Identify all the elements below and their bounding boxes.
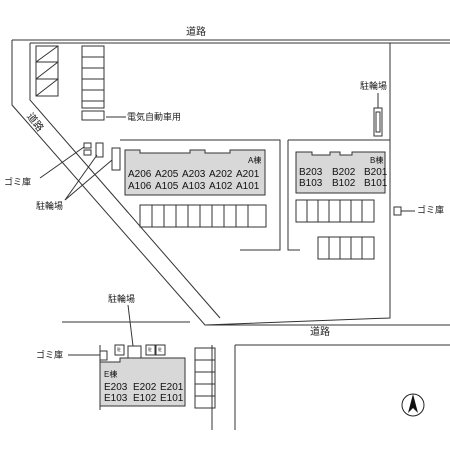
unit-e201: E201 [160, 382, 184, 393]
e-box-tag-1: 駐 [117, 347, 121, 352]
parking-hatched-lot [35, 45, 59, 97]
building-a-name: A棟 [248, 156, 262, 165]
unit-e103: E103 [104, 393, 128, 404]
ev-parking-label: 電気自動車用 [127, 112, 182, 122]
unit-a101: A101 [236, 181, 260, 192]
unit-b202: B202 [332, 167, 356, 178]
north-arrow-icon [401, 393, 425, 417]
road-diagonal-inner [29, 43, 221, 319]
parking-lot-b-1 [295, 199, 375, 223]
unit-b203: B203 [299, 167, 323, 178]
ev-parking-space [81, 110, 105, 121]
unit-a206: A206 [128, 169, 152, 180]
lot-b-boundary-left [287, 140, 300, 251]
garbage-label-e: ゴミ庫 [36, 350, 64, 360]
bike-parking-label-a: 駐輪場 [36, 201, 64, 211]
lot-a-boundary [120, 139, 281, 251]
garbage-a-leader [39, 146, 85, 179]
bike-a-leader-1 [64, 154, 98, 201]
building-e-name: E棟 [104, 370, 118, 379]
parking-lot-top [81, 45, 105, 109]
unit-b101: B101 [364, 178, 388, 189]
unit-a103: A103 [182, 181, 206, 192]
garbage-box-a-2 [83, 149, 92, 156]
bike-box-a-2 [111, 147, 121, 171]
unit-e102: E102 [133, 393, 157, 404]
e-box-1 [114, 344, 125, 356]
unit-e203: E203 [104, 382, 128, 393]
e-box-tag-2: 駐 [148, 347, 152, 352]
building-b-name: B棟 [370, 156, 384, 165]
unit-b201: B201 [364, 167, 388, 178]
building-e-outline [99, 357, 186, 407]
unit-a201: A201 [236, 169, 260, 180]
garbage-label-a: ゴミ庫 [4, 177, 32, 187]
unit-a102: A102 [209, 181, 233, 192]
building-a-outline [124, 149, 266, 196]
unit-a205: A205 [155, 169, 179, 180]
garbage-label-b: ゴミ庫 [417, 205, 445, 215]
e-box-2 [145, 344, 156, 356]
road-diagonal-left [11, 40, 450, 326]
parking-lot-a [139, 204, 267, 228]
garbage-box-b [393, 206, 402, 216]
road-label-bottom: 道路 [310, 327, 330, 338]
unit-a105: A105 [155, 181, 179, 192]
e-box-3 [155, 344, 166, 356]
unit-b102: B102 [332, 178, 356, 189]
unit-e101: E101 [160, 393, 184, 404]
road-label-top: 道路 [186, 27, 206, 38]
bike-parking-label-e: 駐輪場 [108, 294, 136, 304]
garbage-box-a-1 [83, 142, 92, 149]
site-right-edge [204, 43, 391, 326]
parking-lot-b-2 [317, 236, 375, 260]
bike-parking-label-b: 駐輪場 [360, 81, 388, 91]
unit-a202: A202 [209, 169, 233, 180]
parking-lot-e [194, 347, 216, 409]
building-b-outline [295, 151, 386, 194]
unit-a106: A106 [128, 181, 152, 192]
unit-b103: B103 [299, 178, 323, 189]
bike-e-leader [127, 304, 134, 347]
unit-a203: A203 [182, 169, 206, 180]
bike-box-a-1 [95, 142, 104, 158]
unit-e202: E202 [133, 382, 157, 393]
bike-box-b-inner [375, 111, 381, 133]
e-box-tag-3: 駐 [158, 347, 162, 352]
bike-a-leader-2 [64, 159, 113, 201]
bike-box-e [127, 345, 142, 359]
garbage-box-e [99, 350, 108, 361]
